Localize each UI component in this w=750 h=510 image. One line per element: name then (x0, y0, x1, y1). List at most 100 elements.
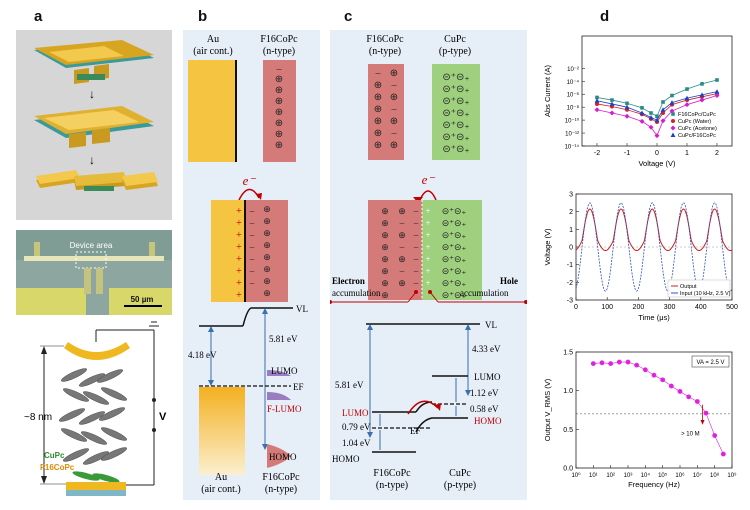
svg-text:⊝⁺⊝₊: ⊝⁺⊝₊ (442, 218, 467, 228)
svg-text:–: – (391, 104, 398, 115)
f16-title-sub: (n-type) (263, 46, 295, 57)
svg-text:⊕: ⊕ (398, 278, 406, 288)
data-point (703, 410, 709, 416)
homo-label: HOMO (269, 452, 297, 462)
data-point (625, 359, 631, 365)
svg-text:⊕: ⊕ (381, 242, 389, 252)
svg-text:+: + (425, 230, 430, 240)
bottom-f16-sub: (n-type) (265, 484, 297, 495)
svg-text:–: – (413, 254, 419, 264)
au-block-contact (211, 200, 245, 302)
c-cupc-block-top (432, 64, 480, 160)
y-axis-label: Output V_RMS (V) (543, 378, 552, 441)
data-point (660, 118, 666, 124)
x-tick-label: 10² (606, 473, 615, 479)
legend-entry: Output (680, 284, 697, 290)
data-point (624, 104, 630, 110)
gap-058: 0.58 eV (470, 404, 499, 414)
data-point (616, 359, 622, 365)
svg-text:–: – (413, 266, 419, 276)
svg-text:⊝⁺⊝₊: ⊝⁺⊝₊ (442, 120, 469, 131)
data-point (648, 124, 654, 130)
c-vl-label: VL (485, 320, 497, 330)
svg-text:–: – (249, 278, 255, 288)
c-f16-charges-top: –⊕⊕ ⊕⊕⊕ ⊕ ⊕–⊕ –⊕– ⊕ (374, 68, 398, 151)
svg-text:+: + (425, 254, 430, 264)
svg-text:–: – (249, 218, 255, 228)
c-junction-charges: ⊕⊕⊕ ⊕⊕⊕ ⊕⊕ ⊕–⊕ –⊕– ⊕ ––– ––– – ++ ++ ++ … (381, 206, 466, 300)
svg-text:⊕: ⊕ (374, 128, 382, 139)
data-point (660, 377, 666, 383)
c-bottom-f16: F16CoPc (373, 468, 411, 479)
svg-text:–: – (249, 266, 255, 276)
data-point (686, 394, 692, 400)
gap-079: 0.79 eV (342, 422, 371, 432)
svg-text:–: – (413, 218, 419, 228)
svg-text:–: – (399, 218, 405, 228)
svg-text:+: + (236, 218, 242, 229)
svg-text:⊝⁺⊝₊: ⊝⁺⊝₊ (442, 72, 469, 83)
vl-label: VL (296, 304, 308, 314)
svg-text:⊕: ⊕ (390, 92, 398, 103)
x-tick-label: 10⁰ (571, 472, 581, 479)
f16-contact-charges: ––– ––– – ⊕⊕⊕ ⊕⊕⊕ ⊕⊕ (249, 204, 271, 298)
data-point (599, 360, 605, 366)
data-point (639, 110, 645, 115)
ef-label: EF (293, 382, 304, 392)
y-tick-label: 10⁻⁸ (567, 105, 580, 112)
au-positive-charges: +++ +++ ++ (236, 206, 242, 301)
data-point (634, 362, 640, 368)
x-tick-label: 100 (601, 304, 613, 311)
data-point (714, 93, 720, 99)
f-lumo-label: F-LUMO (267, 404, 302, 414)
data-point (712, 433, 718, 438)
c-lumo-right: LUMO (474, 372, 501, 382)
x-tick-label: 1 (685, 150, 689, 157)
svg-text:⊝⁺⊝₊: ⊝⁺⊝₊ (442, 290, 467, 300)
data-point (670, 93, 674, 98)
svg-text:–: – (249, 242, 255, 252)
legend-marker (671, 112, 675, 116)
c-cupc-ionization: 4.33 eV (472, 344, 501, 354)
gap-112: 1.12 eV (470, 388, 499, 398)
svg-text:–: – (391, 128, 398, 139)
c-f16-block-top (368, 64, 404, 160)
c-f16-title: F16CoPc (366, 34, 404, 45)
y-tick-label: 2 (569, 209, 573, 216)
data-point (610, 98, 614, 102)
svg-text:+: + (236, 242, 242, 253)
data-point (608, 361, 614, 366)
svg-text:⊕: ⊕ (390, 116, 398, 127)
au-title: Au (207, 34, 219, 45)
data-point (594, 107, 600, 113)
panel-a-figure: ↓ ↓ (16, 30, 172, 496)
svg-text:⊕: ⊕ (263, 276, 271, 286)
data-point (685, 87, 689, 91)
legend-marker (671, 119, 675, 123)
c-bottom-f16-sub: (n-type) (376, 480, 408, 491)
c-f16-block-junction (368, 200, 422, 300)
svg-text:⊕: ⊕ (275, 96, 283, 107)
legend-entry: CuPc (Acetone) (678, 126, 717, 132)
c-f16-ionization: 5.81 eV (335, 380, 364, 390)
y-tick-label: 0.0 (563, 466, 573, 473)
svg-text:+: + (425, 242, 430, 252)
svg-text:⊕: ⊕ (381, 290, 389, 300)
x-axis-label: Voltage (V) (638, 159, 676, 168)
svg-text:⊕: ⊕ (390, 68, 398, 79)
c-homo-left: HOMO (332, 454, 360, 464)
svg-text:–: – (391, 80, 398, 91)
data-point (684, 102, 690, 108)
hole-accumulation-label: Hole (500, 276, 518, 286)
x-tick-label: 10⁷ (693, 472, 702, 479)
device-stage-3 (36, 170, 158, 191)
svg-text:⊕: ⊕ (374, 104, 382, 115)
device-area-label: Device area (70, 241, 113, 250)
data-point (651, 372, 657, 378)
svg-text:⊝⁺⊝₊: ⊝⁺⊝₊ (442, 242, 467, 252)
data-point (720, 451, 726, 457)
data-point (590, 361, 596, 366)
panel-label-b: b (198, 8, 208, 25)
data-point (654, 133, 660, 139)
